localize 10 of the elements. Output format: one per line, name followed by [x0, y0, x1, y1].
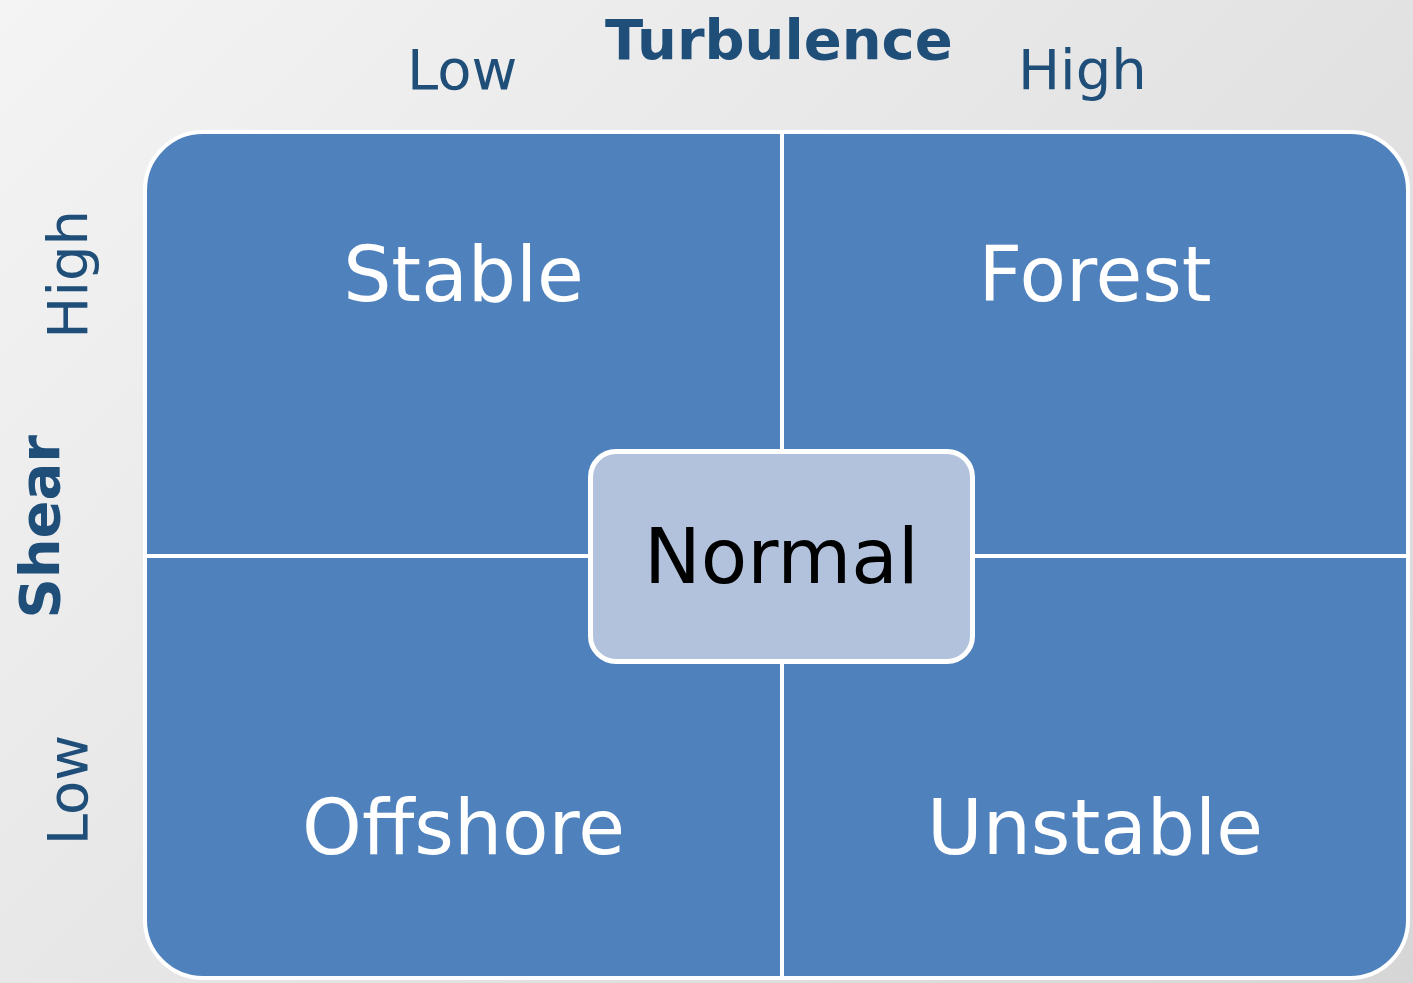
quadrant-label: Stable — [343, 229, 584, 319]
quadrant-label: Offshore — [302, 782, 625, 872]
axis-tick-label: Low — [407, 42, 518, 98]
axis-tick-label: Low — [40, 735, 96, 846]
quadrant-label: Unstable — [927, 782, 1263, 872]
axis-title: Shear — [12, 435, 68, 619]
quadrant-label: Normal — [644, 512, 919, 601]
quadrant-label: Forest — [978, 229, 1212, 319]
center-box — [588, 449, 975, 664]
axis-title: Turbulence — [605, 12, 953, 68]
